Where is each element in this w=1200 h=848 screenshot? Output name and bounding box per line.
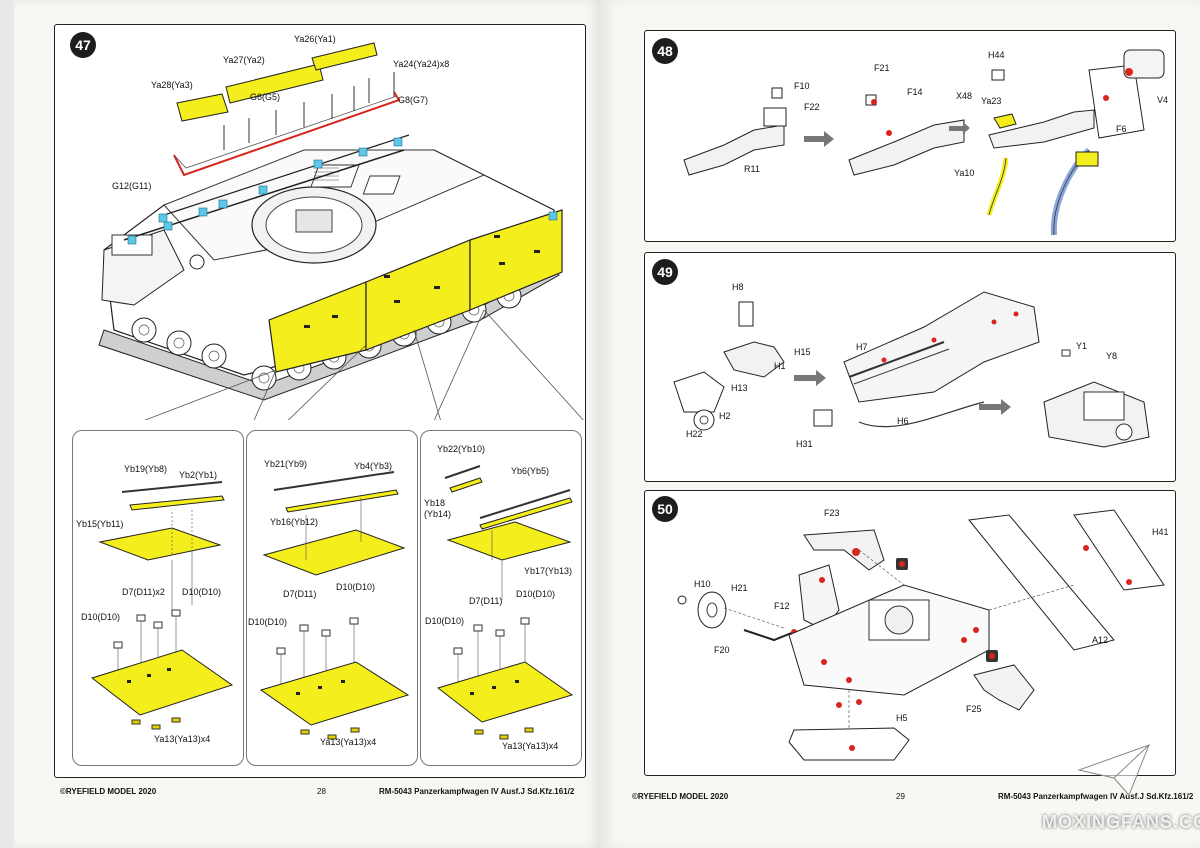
- label-a12: A12: [1092, 635, 1109, 645]
- label-g6: G6(G5): [250, 92, 281, 102]
- label-yb17: Yb17(Yb13): [524, 566, 573, 576]
- label-yb15: Yb15(Yb11): [76, 519, 124, 529]
- label-d10-b2: D10(D10): [248, 617, 288, 627]
- footer-copyright-right: ©RYEFIELD MODEL 2020: [632, 792, 729, 801]
- label-h8: H8: [732, 282, 744, 292]
- detail-c-drawing: [436, 465, 574, 740]
- label-d10-a1: D10(D10): [182, 587, 222, 597]
- label-yb16: Yb16(Yb12): [270, 517, 319, 527]
- label-yb2: Yb2(Yb1): [179, 470, 218, 480]
- label-yb14: (Yb14): [424, 509, 452, 519]
- label-yb4: Yb4(Yb3): [354, 461, 393, 471]
- label-ya24: Ya24(Ya24)x8: [393, 59, 450, 69]
- label-yb6: Yb6(Yb5): [511, 466, 550, 476]
- page-number-left: 28: [317, 787, 326, 796]
- label-f12: F12: [774, 601, 790, 611]
- label-f22: F22: [804, 102, 820, 112]
- label-y8: Y8: [1106, 351, 1118, 361]
- left-page: 47: [14, 0, 600, 848]
- label-yb21: Yb21(Yb9): [264, 459, 308, 469]
- label-ya13-b: Ya13(Ya13)x4: [320, 737, 377, 747]
- label-ya23: Ya23: [981, 96, 1002, 106]
- label-d7-b: D7(D11): [283, 589, 317, 599]
- label-ya10: Ya10: [954, 168, 975, 178]
- detail-b-drawing: [259, 471, 410, 740]
- right-page: 48 F10 F22 R11 F21 F14 H44 X48 Ya23: [604, 0, 1200, 848]
- step-49-number: 49: [652, 259, 678, 285]
- footer-title-right: RM-5043 Panzerkampfwagen IV Ausf.J Sd.Kf…: [998, 792, 1194, 801]
- label-x48: X48: [956, 91, 973, 101]
- label-yb19: Yb19(Yb8): [124, 464, 168, 474]
- label-f23: F23: [824, 508, 840, 518]
- label-ya27: Ya27(Ya2): [223, 55, 265, 65]
- label-v4: V4: [1157, 95, 1169, 105]
- label-yb18: Yb18: [424, 498, 446, 508]
- label-d10-c2: D10(D10): [425, 616, 465, 626]
- label-h21: H21: [731, 583, 748, 593]
- label-g8: G8(G7): [398, 95, 429, 105]
- detail-a-drawing: [90, 481, 234, 730]
- label-d7-a: D7(D11)x2: [122, 587, 165, 597]
- label-ya26: Ya26(Ya1): [294, 34, 336, 44]
- label-h44: H44: [988, 50, 1005, 60]
- label-h5: H5: [896, 713, 908, 723]
- label-h6: H6: [897, 416, 909, 426]
- label-ya13-a: Ya13(Ya13)x4: [154, 734, 211, 744]
- label-y1: Y1: [1076, 341, 1088, 351]
- step-50-number: 50: [652, 496, 678, 522]
- watermark-plane-icon: [1077, 744, 1150, 796]
- detail-panel-a: [72, 430, 244, 766]
- label-d7-c: D7(D11): [469, 596, 503, 606]
- label-f20: F20: [714, 645, 730, 655]
- step-50-drawing: [677, 509, 1165, 761]
- label-f21: F21: [874, 63, 890, 73]
- step-47-number: 47: [70, 32, 96, 58]
- step-49-drawing: [673, 291, 1150, 448]
- label-ya13-c: Ya13(Ya13)x4: [502, 741, 559, 751]
- label-h31: H31: [796, 439, 813, 449]
- page-number-right: 29: [896, 792, 905, 801]
- label-yb22: Yb22(Yb10): [437, 444, 486, 454]
- label-r11: R11: [744, 164, 760, 174]
- label-h15: H15: [794, 347, 811, 357]
- tank-hull-drawing: [98, 42, 584, 420]
- label-f14: F14: [907, 87, 923, 97]
- footer-title-left: RM-5043 Panzerkampfwagen IV Ausf.J Sd.Kf…: [379, 787, 575, 796]
- watermark-text: MOXINGFANS.COM: [1042, 812, 1200, 832]
- label-h10: H10: [694, 579, 711, 589]
- label-h41: H41: [1152, 527, 1169, 537]
- step-48-drawing: [683, 49, 1165, 236]
- label-d10-c1: D10(D10): [516, 589, 556, 599]
- label-f25: F25: [966, 704, 982, 714]
- label-d10-b1: D10(D10): [336, 582, 376, 592]
- label-f6: F6: [1116, 124, 1127, 134]
- label-h13: H13: [731, 383, 748, 393]
- label-ya28: Ya28(Ya3): [151, 80, 193, 90]
- label-h1: H1: [774, 361, 786, 371]
- label-d10-a2: D10(D10): [81, 612, 121, 622]
- step-48-number: 48: [652, 38, 678, 64]
- label-g12: G12(G11): [112, 181, 152, 191]
- footer-copyright-left: ©RYEFIELD MODEL 2020: [60, 787, 157, 796]
- label-h22: H22: [686, 429, 703, 439]
- label-h2: H2: [719, 411, 731, 421]
- label-h7: H7: [856, 342, 868, 352]
- label-f10: F10: [794, 81, 810, 91]
